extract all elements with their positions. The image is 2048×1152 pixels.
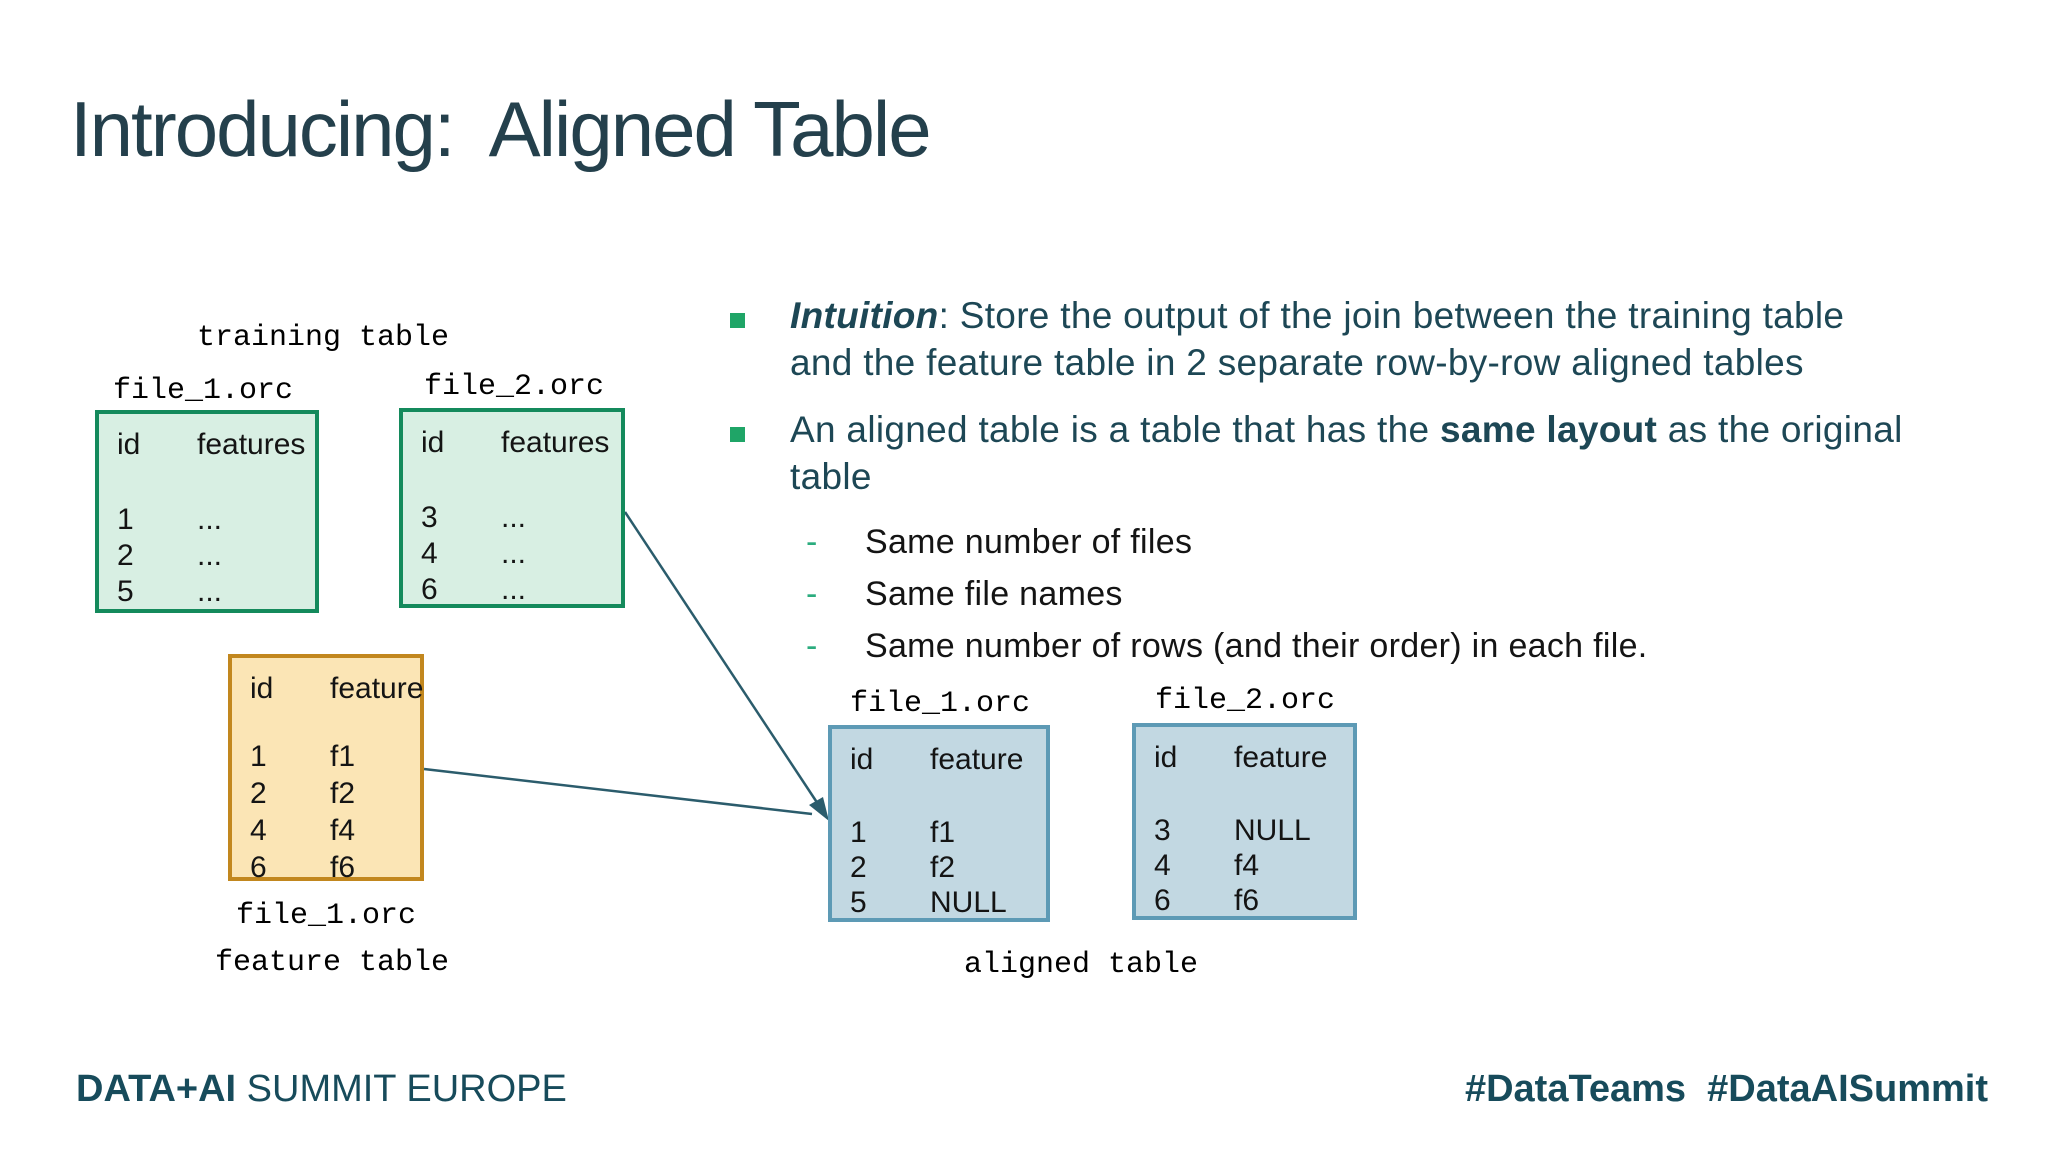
training-file2-label: file_2.orc: [423, 370, 605, 404]
training-file1-label: file_1.orc: [112, 374, 294, 408]
training-table-file1: id features 1... 2... 5...: [95, 410, 319, 613]
feature-table-label: feature table: [215, 946, 450, 980]
table-header: id feature: [250, 672, 424, 705]
table-header: id feature: [850, 743, 1024, 776]
bullet-intuition: Intuition: Store the output of the join …: [790, 295, 1845, 383]
table-header: id features: [117, 428, 306, 461]
table-row: 6...: [421, 573, 527, 606]
table-row: 4...: [421, 537, 527, 570]
table-row: 1...: [117, 503, 223, 536]
page-title: Introducing: Aligned Table: [70, 85, 932, 173]
dash-bullet-icon: -: [806, 627, 818, 665]
table-row: 3...: [421, 501, 527, 534]
event-hashtags: #DataTeams #DataAISummit: [1464, 1068, 1988, 1110]
sub-bullet-text: Same number of files: [865, 523, 1193, 561]
feature-file1-label: file_1.orc: [235, 899, 417, 933]
sub-bullet-item: - Same file names: [806, 568, 1806, 620]
aligned-table-label: aligned table: [963, 948, 1199, 982]
bullet-square-icon: [730, 313, 745, 328]
table-row: 2...: [117, 539, 223, 572]
table-header: id feature: [1154, 741, 1328, 774]
aligned-file1-label: file_1.orc: [849, 687, 1031, 721]
arrow-from-training-table: [623, 511, 820, 805]
table-header: id features: [421, 426, 610, 459]
bullet-square-icon: [730, 427, 745, 442]
sub-bullet-item: - Same number of rows (and their order) …: [806, 620, 1806, 672]
sub-bullet-item: - Same number of files: [806, 516, 1806, 568]
training-table-file2: id features 3... 4... 6...: [399, 408, 625, 608]
aligned-file2-label: file_2.orc: [1154, 684, 1336, 718]
bullet-aligned-definition: An aligned table is a table that has the…: [790, 409, 1903, 497]
sub-bullet-list: - Same number of files - Same file names…: [806, 516, 1806, 672]
arrow-from-feature-table: [423, 767, 813, 816]
training-table-label: training table: [197, 321, 450, 355]
dash-bullet-icon: -: [806, 523, 818, 561]
sub-bullet-text: Same file names: [865, 575, 1123, 613]
arrowhead-icon: [809, 797, 829, 821]
dash-bullet-icon: -: [806, 575, 818, 613]
table-row: 5...: [117, 575, 223, 608]
event-brand: DATA+AI SUMMIT EUROPE: [76, 1068, 567, 1110]
sub-bullet-text: Same number of rows (and their order) in…: [865, 627, 1648, 665]
